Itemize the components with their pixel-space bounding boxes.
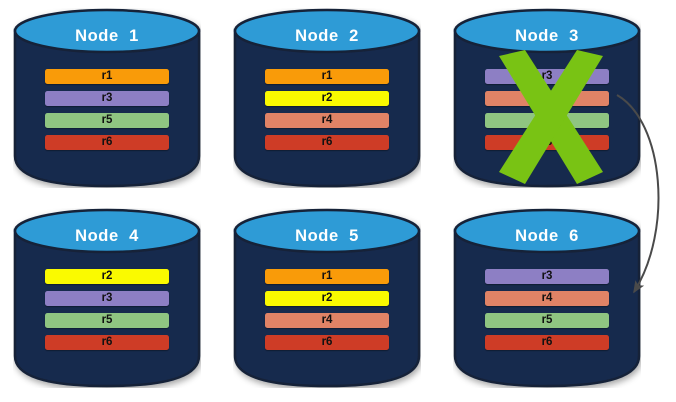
record-list: r1 r2 r4 r6 [265,269,389,357]
record-bar[interactable]: r4 [265,113,389,128]
record-bar[interactable]: r3 [485,269,609,284]
node-cylinder-6[interactable]: Node 6 r3 r4 r5 r6 [453,208,641,388]
node-cylinder-3[interactable]: Node 3 r3 r4 r5 r6 [453,8,641,188]
record-label: r6 [101,136,113,148]
record-list: r2 r3 r5 r6 [45,269,169,357]
record-bar[interactable]: r6 [485,135,609,150]
record-label: r4 [541,292,553,304]
record-bar[interactable]: r4 [485,291,609,306]
node-cylinder-1[interactable]: Node 1 r1 r3 r5 r6 [13,8,201,188]
record-label: r5 [541,114,553,126]
record-label: r6 [541,336,553,348]
record-label: r4 [321,114,333,126]
node-cylinder-5[interactable]: Node 5 r1 r2 r4 r6 [233,208,421,388]
record-label: r6 [321,136,333,148]
node-cylinder-4[interactable]: Node 4 r2 r3 r5 r6 [13,208,201,388]
record-bar[interactable]: r1 [265,69,389,84]
record-list: r3 r4 r5 r6 [485,269,609,357]
record-label: r5 [101,314,113,326]
node-title: Node 5 [295,227,359,245]
node-title: Node 6 [515,227,579,245]
record-label: r4 [321,314,333,326]
record-label: r2 [321,292,333,304]
record-bar[interactable]: r5 [45,313,169,328]
record-label: r3 [541,70,553,82]
record-label: r5 [541,314,553,326]
record-bar[interactable]: r3 [45,91,169,106]
record-label: r6 [541,136,553,148]
record-label: r6 [321,336,333,348]
record-label: r2 [101,270,113,282]
record-bar[interactable]: r6 [265,335,389,350]
record-label: r2 [321,92,333,104]
record-bar[interactable]: r1 [265,269,389,284]
node-cylinder-2[interactable]: Node 2 r1 r2 r4 r6 [233,8,421,188]
node-title: Node 1 [75,27,139,45]
record-bar[interactable]: r4 [265,313,389,328]
record-bar[interactable]: r5 [485,113,609,128]
record-bar[interactable]: r4 [485,91,609,106]
record-bar[interactable]: r2 [45,269,169,284]
record-bar[interactable]: r3 [45,291,169,306]
record-bar[interactable]: r3 [485,69,609,84]
record-bar[interactable]: r2 [265,291,389,306]
record-bar[interactable]: r5 [45,113,169,128]
node-title: Node 4 [75,227,139,245]
record-bar[interactable]: r6 [485,335,609,350]
record-bar[interactable]: r2 [265,91,389,106]
record-label: r1 [101,70,113,82]
record-label: r3 [101,92,113,104]
node-title: Node 2 [295,27,359,45]
record-label: r1 [321,70,333,82]
record-label: r6 [101,336,113,348]
record-list: r1 r2 r4 r6 [265,69,389,157]
record-label: r3 [541,270,553,282]
record-bar[interactable]: r5 [485,313,609,328]
node-title: Node 3 [515,27,579,45]
record-bar[interactable]: r1 [45,69,169,84]
record-bar[interactable]: r6 [45,335,169,350]
record-list: r1 r3 r5 r6 [45,69,169,157]
record-bar[interactable]: r6 [265,135,389,150]
record-label: r4 [541,92,553,104]
record-list: r3 r4 r5 r6 [485,69,609,157]
record-label: r5 [101,114,113,126]
record-bar[interactable]: r6 [45,135,169,150]
record-label: r1 [321,270,333,282]
record-label: r3 [101,292,113,304]
